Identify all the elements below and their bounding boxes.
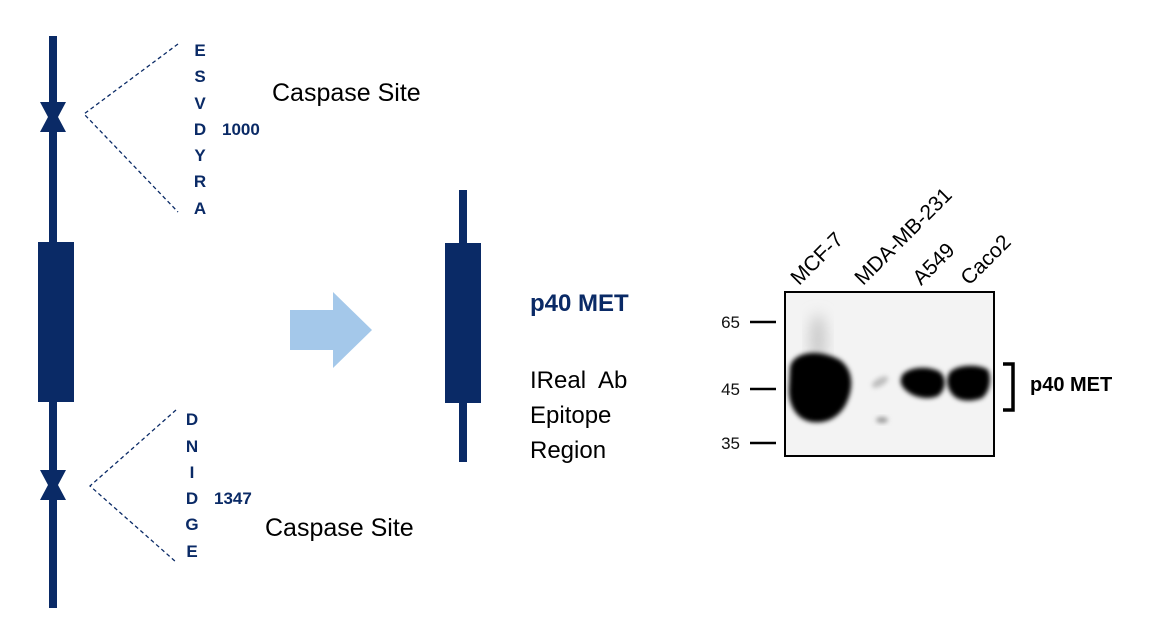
- fragment-domain-block: [445, 243, 481, 403]
- lower-seq-residue: E: [186, 542, 198, 561]
- band-bracket: [1003, 362, 1015, 412]
- lower-site-position: 1347: [214, 489, 252, 508]
- band-mda-mb-231-upper: [871, 376, 889, 388]
- western-blot: [750, 291, 1015, 457]
- upper-cleavage-mark: [40, 102, 66, 132]
- upper-seq-residue: V: [194, 94, 206, 113]
- protein-domain-block: [38, 242, 74, 402]
- lower-caspase-site-label: Caspase Site: [265, 514, 414, 542]
- band-mcf7: [788, 353, 852, 423]
- mw-marker-label: 45: [721, 380, 740, 399]
- lower-cleavage-mark: [40, 470, 66, 500]
- upper-site-callout-lines: [83, 43, 179, 213]
- upper-site-position: 1000: [222, 120, 260, 139]
- lower-seq-residue: G: [185, 515, 199, 534]
- epitope-line: IReal Ab: [530, 367, 628, 394]
- mw-marker-label: 65: [721, 313, 740, 332]
- full-length-protein: [38, 36, 74, 608]
- p40-fragment: [445, 190, 481, 462]
- lower-seq-residue: N: [185, 437, 199, 456]
- upper-seq-residue: E: [194, 41, 206, 60]
- lower-seq-residue: I: [189, 463, 195, 482]
- cleavage-arrow: [290, 292, 372, 368]
- upper-seq-residue: A: [193, 199, 207, 218]
- mw-marker-label: 35: [721, 434, 740, 453]
- band-mda-mb-231-lower: [876, 417, 888, 423]
- band-caco2: [947, 365, 990, 401]
- upper-seq-residue: D: [193, 120, 207, 139]
- upper-seq-residue: S: [194, 67, 206, 86]
- lower-site-callout-lines: [89, 409, 177, 563]
- mcf7-smear: [810, 314, 826, 366]
- p40-met-title: p40 MET: [530, 290, 629, 317]
- upper-seq-residue: R: [193, 172, 207, 191]
- lower-seq-residue: D: [185, 410, 199, 429]
- upper-caspase-site-label: Caspase Site: [272, 79, 421, 107]
- lower-seq-residue: D: [185, 489, 199, 508]
- epitope-line: Region: [530, 437, 607, 464]
- band-label-p40-met: p40 MET: [1030, 374, 1113, 396]
- upper-seq-residue: Y: [194, 146, 206, 165]
- epitope-line: Epitope: [530, 402, 612, 429]
- band-a549: [900, 367, 945, 399]
